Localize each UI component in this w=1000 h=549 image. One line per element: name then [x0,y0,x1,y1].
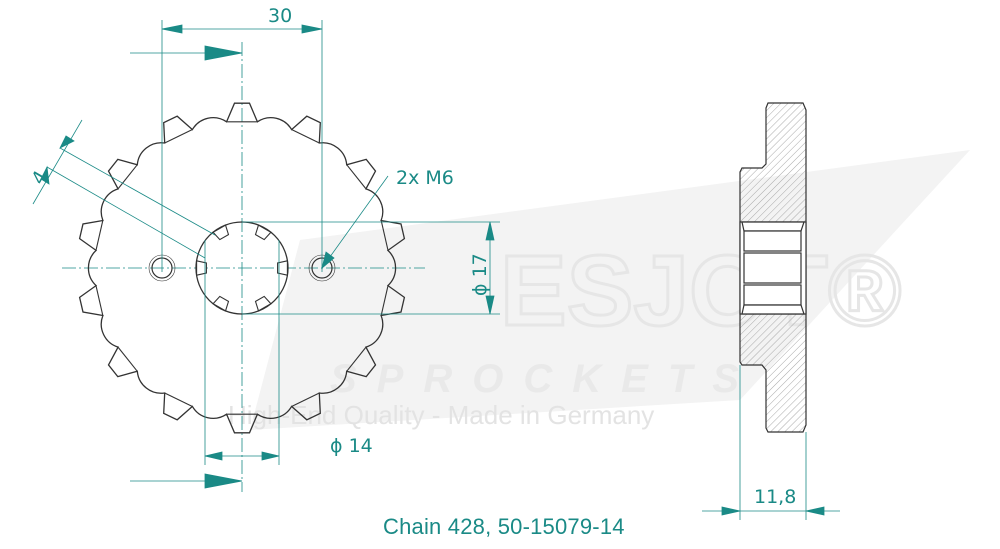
dimension-hole-spacing: 30 [268,5,292,27]
sprocket-outline [78,102,406,434]
tooth-tip-line [291,129,320,144]
center-lines [62,42,425,492]
tooth-tip-line [291,392,320,407]
tooth-tip-line [346,164,367,189]
side-section-view [739,102,807,433]
dimension-tooth-width: 4 [27,167,52,188]
bore-splines [196,224,288,312]
watermark-subtitle: SPROCKETS [330,357,759,401]
tooth-tip-line [95,220,104,251]
tooth-tip-line [164,129,193,144]
watermark-brand: ESJOT® [500,235,902,347]
tooth-tip-line [95,285,104,316]
dimension-threads: 2x M6 [396,167,454,189]
tooth-tip-lines [95,121,389,415]
dimension-bore-outer: ϕ 17 [469,253,491,296]
watermark-tagline: High-End Quality - Made in Germany [228,400,654,430]
bore-spline [212,295,230,312]
bore-spline [254,224,272,241]
tooth-tip-line [346,347,367,372]
tooth-tip-line [164,392,193,407]
dimension-lines [32,20,840,520]
bore-spline [212,224,230,241]
bore-spline [196,260,207,276]
tooth-tip-line [380,220,389,251]
watermark-logo: ESJOT® SPROCKETS High-End Quality - Made… [228,150,970,430]
dimension-bore-inner: ϕ 14 [330,435,373,457]
bore-spline [254,295,272,312]
tooth-tip-line [117,164,138,189]
tooth-tip-line [380,285,389,316]
part-caption: Chain 428, 50-15079-14 [383,514,625,539]
bore-spline [277,260,288,276]
tooth-tip-line [117,347,138,372]
dimension-thickness: 11,8 [754,486,796,508]
